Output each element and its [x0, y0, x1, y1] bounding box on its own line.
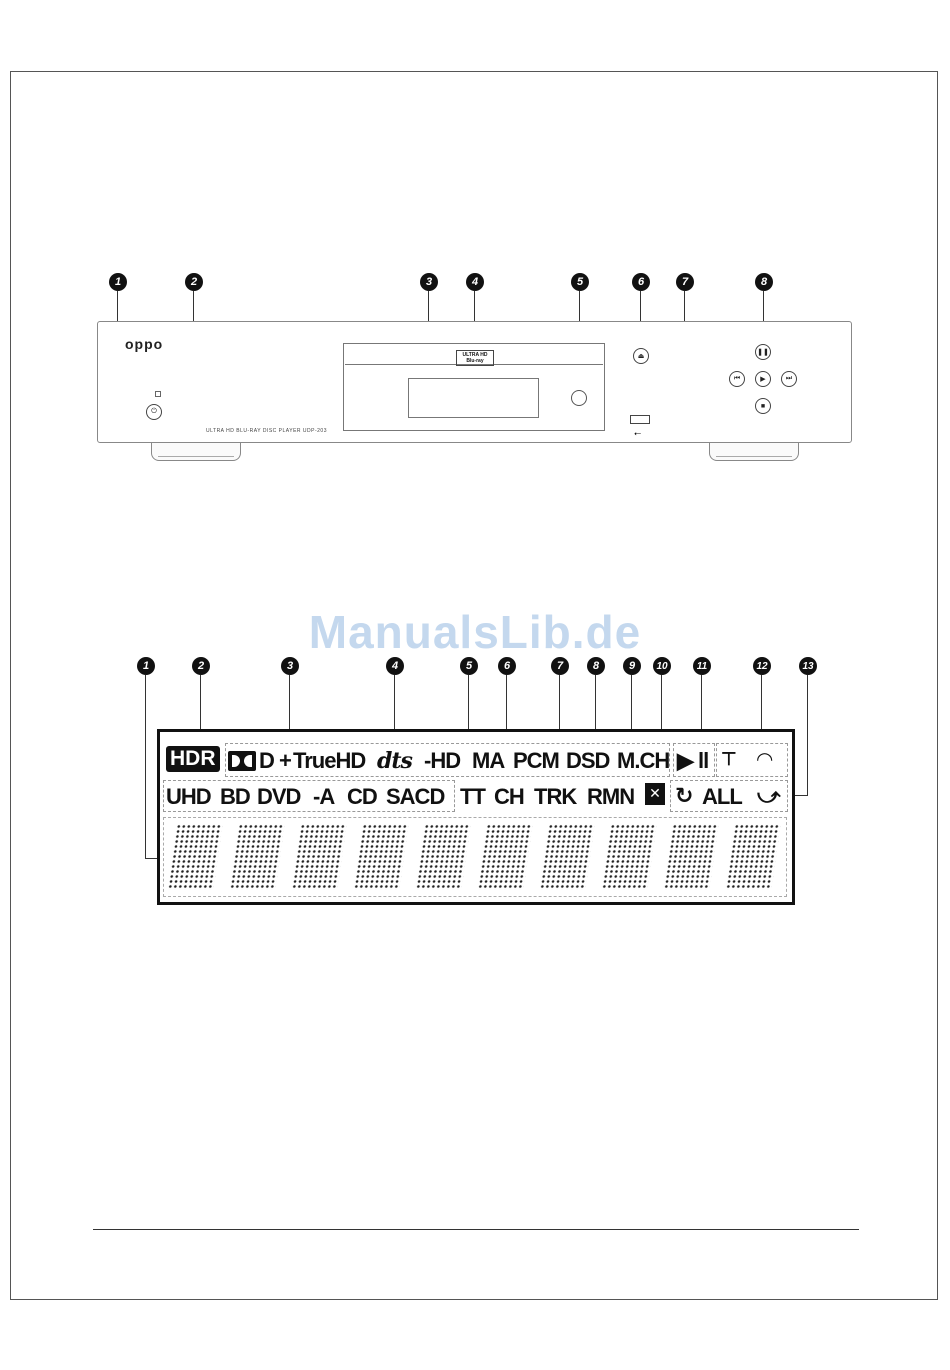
callout-2: 2 — [185, 273, 203, 291]
play-button[interactable]: ▶ — [755, 371, 771, 387]
dolby-d-indicator: D — [259, 750, 274, 772]
ma-indicator: MA — [472, 750, 504, 772]
callout-8: 8 — [755, 273, 773, 291]
display-callout-10: 10 — [653, 657, 671, 675]
dolby-logo-icon — [228, 751, 256, 771]
network-icon: ⊤ — [721, 750, 736, 768]
display-leader-13 — [807, 675, 808, 795]
dvd-indicator: DVD — [257, 786, 300, 808]
left-foot — [151, 443, 241, 461]
dot-matrix-character — [725, 824, 780, 890]
play-icon: ▶ — [760, 375, 765, 383]
usb-port — [630, 415, 650, 424]
stop-icon: ■ — [761, 403, 765, 410]
mute-icon: ✕ — [645, 783, 665, 805]
display-callout-11: 11 — [693, 657, 711, 675]
trk-indicator: TRK — [534, 786, 576, 808]
repeat-icon: ↻ — [675, 786, 692, 808]
ch-indicator: CH — [494, 786, 524, 808]
right-foot — [709, 443, 799, 461]
display-callout-12: 12 — [753, 657, 771, 675]
play-pause-indicator: ▶ ll — [677, 750, 708, 772]
eject-button[interactable]: ⏏ — [633, 348, 649, 364]
dot-matrix-character — [477, 824, 532, 890]
display-callout-7: 7 — [551, 657, 569, 675]
callout-7: 7 — [676, 273, 694, 291]
dot-matrix-character — [601, 824, 656, 890]
dolby-plus-indicator: + — [279, 750, 291, 772]
wifi-icon: ◠ — [757, 749, 771, 769]
hd-indicator: -HD — [424, 750, 460, 772]
display-callout-3: 3 — [281, 657, 299, 675]
stop-button[interactable]: ■ — [755, 398, 771, 414]
dot-matrix-character — [415, 824, 470, 890]
pause-icon: ❚❚ — [757, 348, 769, 356]
ir-sensor — [571, 390, 587, 406]
mch-indicator: M.CH — [617, 750, 669, 772]
sacd-indicator: SACD — [386, 786, 444, 808]
rmn-indicator: RMN — [587, 786, 634, 808]
footer-rule — [93, 1229, 859, 1230]
previous-button[interactable]: ⏮ — [729, 371, 745, 387]
dvd-audio-indicator: -A — [313, 786, 334, 808]
dot-matrix-character — [353, 824, 408, 890]
display-callout-6: 6 — [498, 657, 516, 675]
callout-5: 5 — [571, 273, 589, 291]
tt-indicator: TT — [460, 786, 485, 808]
cd-indicator: CD — [347, 786, 377, 808]
display-leader-1 — [145, 675, 146, 858]
dts-indicator: dts — [377, 750, 412, 772]
repeat-all-indicator: ALL — [702, 786, 742, 808]
display-callout-1: 1 — [137, 657, 155, 675]
watermark: ManualsLib.de — [0, 605, 950, 659]
callout-3: 3 — [420, 273, 438, 291]
dsd-indicator: DSD — [566, 750, 609, 772]
usb-icon: ⭠ — [634, 428, 641, 439]
model-text: ULTRA HD BLU-RAY DISC PLAYER UDP-203 — [206, 428, 327, 434]
display-callout-5: 5 — [460, 657, 478, 675]
skip-next-icon: ⏭ — [786, 375, 792, 383]
hdr-indicator: HDR — [166, 746, 220, 772]
skip-previous-icon: ⏮ — [734, 375, 740, 383]
bluray-logo-text: Blu-ray — [466, 358, 483, 364]
pcm-indicator: PCM — [513, 750, 559, 772]
power-button[interactable]: ⏻ — [146, 404, 162, 420]
uhd-bluray-logo: ULTRA HD Blu-ray — [456, 350, 494, 366]
eject-icon: ⏏ — [638, 352, 645, 360]
callout-4: 4 — [466, 273, 484, 291]
callout-1: 1 — [109, 273, 127, 291]
page-frame — [10, 71, 938, 1300]
truehd-indicator: TrueHD — [293, 750, 365, 772]
power-led — [155, 391, 161, 397]
dot-matrix-character — [229, 824, 284, 890]
dot-matrix-character — [167, 824, 222, 890]
dot-matrix-character — [291, 824, 346, 890]
next-button[interactable]: ⏭ — [781, 371, 797, 387]
dot-matrix-character — [539, 824, 594, 890]
display-callout-4: 4 — [386, 657, 404, 675]
power-icon: ⏻ — [151, 408, 157, 416]
callout-6: 6 — [632, 273, 650, 291]
front-display-window — [408, 378, 539, 418]
display-callout-2: 2 — [192, 657, 210, 675]
bd-indicator: BD — [220, 786, 250, 808]
display-callout-8: 8 — [587, 657, 605, 675]
pause-button[interactable]: ❚❚ — [755, 344, 771, 360]
dot-matrix-character — [663, 824, 718, 890]
oppo-logo: oppo — [125, 336, 163, 352]
display-callout-13: 13 — [799, 657, 817, 675]
random-icon: ⤻ — [757, 786, 780, 808]
display-callout-9: 9 — [623, 657, 641, 675]
uhd-indicator: UHD — [166, 786, 211, 808]
